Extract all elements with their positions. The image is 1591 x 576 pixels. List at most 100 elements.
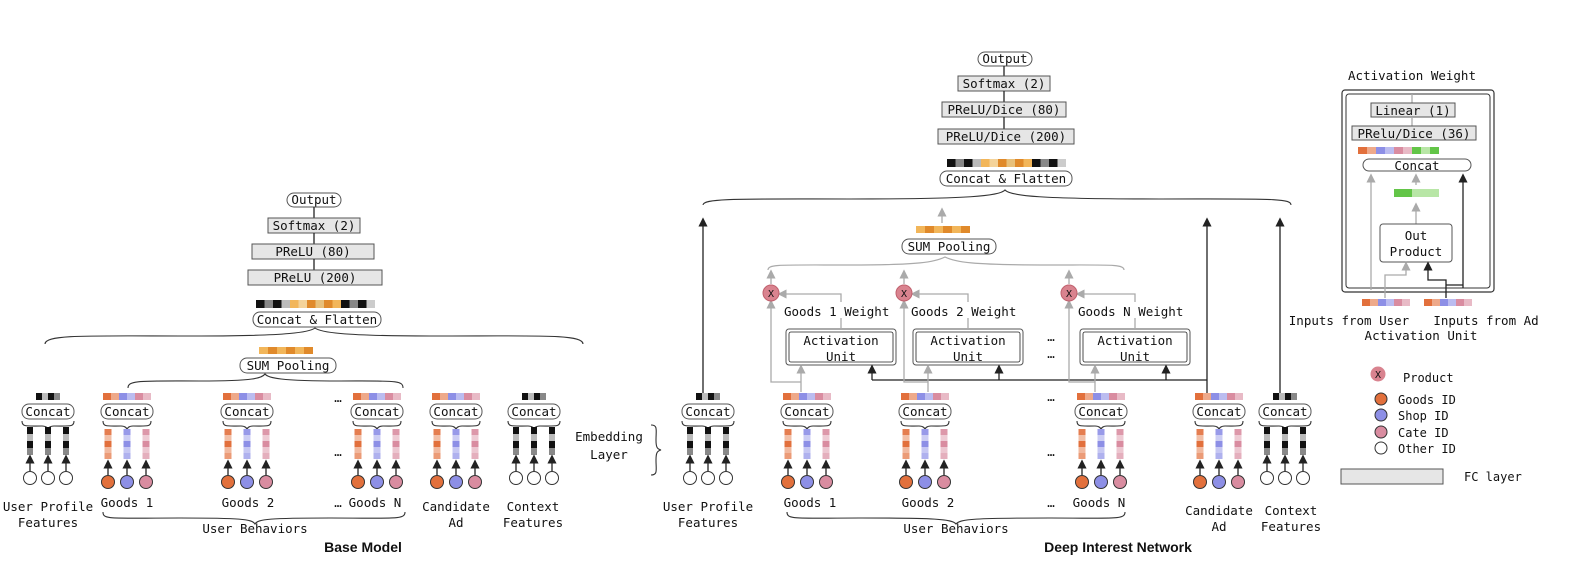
- au-linear-layer: [1370, 102, 1456, 118]
- din-context-emb-strip-cell: [1282, 427, 1288, 434]
- din-candidate-concat-strip-cell: [1195, 393, 1203, 400]
- base-goodsN-emb-strip-cell: [373, 435, 381, 441]
- flat-strip-cell: [264, 300, 273, 308]
- din-goodsN-emb-strip-cell: [1116, 453, 1124, 459]
- din-goodsN-emb-strip-cell: [1078, 435, 1086, 441]
- base-goods2-id-node: [221, 475, 235, 489]
- base-candidate-emb-strip-cell: [471, 429, 479, 435]
- din-context-other-id-node: [1260, 471, 1274, 485]
- din-goods2-id-node: [918, 475, 932, 489]
- legend-fc-layer-swatch: [1340, 468, 1444, 485]
- din-user-profile-emb-strip-cell: [687, 434, 693, 441]
- base-candidate-emb-strip-cell: [471, 447, 479, 453]
- base-goodsN-concat-strip-cell: [377, 393, 385, 400]
- base-candidate-id-node: [468, 475, 482, 489]
- din-user-profile-emb-strip-cell: [723, 441, 729, 448]
- din-candidate-emb-strip-cell: [1234, 429, 1242, 435]
- base-user-profile-emb-strip-cell: [45, 434, 51, 441]
- din-context-label-2: Features: [1261, 519, 1321, 534]
- din-goodsN-emb-strip-cell: [1078, 429, 1086, 435]
- base-goods1-emb-strip-cell: [123, 453, 131, 459]
- base-goodsN-emb-strip-cell: [373, 453, 381, 459]
- base-goodsN-concat-strip-cell: [385, 393, 393, 400]
- base-context-concat-strip-cell: [534, 393, 540, 400]
- din-context-emb-strip-cell: [1264, 441, 1270, 448]
- base-goods1-emb-strip-cell: [142, 441, 150, 447]
- au-linear-label: Linear (1): [1375, 103, 1450, 118]
- base-candidate-emb-strip-cell: [452, 435, 460, 441]
- flat-strip-cell: [1049, 159, 1058, 167]
- base-context-concat-strip-cell: [528, 393, 534, 400]
- din-user-profile-emb-strip-cell: [723, 434, 729, 441]
- base-goods2-emb-strip-cell: [243, 435, 251, 441]
- din-prelu200-layer: [937, 128, 1075, 145]
- deep-interest-network: Output Softmax (2) PReLU/Dice (80) PReLU…: [575, 51, 1321, 555]
- din-candidate-emb-strip-cell: [1215, 441, 1223, 447]
- au-green-strip-cell: [1412, 189, 1421, 197]
- din-goods2-concat-label: Concat: [902, 404, 947, 419]
- base-goods2-label: Goods 2: [222, 495, 275, 510]
- base-goodsN-concat-label: Concat: [354, 404, 399, 419]
- din-output-label: Output: [982, 51, 1027, 66]
- base-candidate-concat-box: [429, 403, 483, 420]
- base-candidate-id-node: [449, 475, 463, 489]
- base-user-profile-label-1: User Profile: [3, 499, 93, 514]
- base-goods2-emb-strip-cell: [224, 447, 232, 453]
- base-candidate-emb-strip-cell: [471, 435, 479, 441]
- au-concat-strip: [1358, 147, 1439, 154]
- au-out-product-label-2: Product: [1390, 244, 1443, 259]
- din-goods2-concat-box: [898, 403, 952, 420]
- din-candidate-id-node: [1212, 475, 1226, 489]
- din-goods2-concat-strip-cell: [909, 393, 917, 400]
- base-user-profile-emb-strip-cell: [27, 448, 33, 455]
- din-goods1-emb-strip-cell: [822, 429, 830, 435]
- base-context-concat-label: Concat: [511, 404, 556, 419]
- din-title: Deep Interest Network: [1044, 539, 1192, 555]
- base-goods2-emb-strip-cell: [224, 435, 232, 441]
- din-user-profile-emb-strip-cell: [705, 441, 711, 448]
- din-context-other-id-node: [1278, 471, 1292, 485]
- base-context-other-id-node: [509, 471, 523, 485]
- base-user-profile-label-2: Features: [18, 515, 78, 530]
- din-goods1-emb-strip-cell: [803, 453, 811, 459]
- base-goods1-emb-strip-cell: [104, 435, 112, 441]
- au-user-strip-cell: [1394, 299, 1402, 306]
- din-goods2-emb-strip-cell: [940, 453, 948, 459]
- din-candidate-emb-strip-cell: [1234, 447, 1242, 453]
- din-goods2-emb-strip-cell: [921, 453, 929, 459]
- din-goods1-concat-strip-cell: [807, 393, 815, 400]
- base-goods1-emb-strip-cell: [104, 453, 112, 459]
- base-goods2-id-node: [259, 475, 273, 489]
- base-goods1-concat-label: Concat: [104, 404, 149, 419]
- flat-strip-cell: [341, 300, 350, 308]
- base-user-profile-emb-strip-cell: [45, 427, 51, 434]
- base-goods2-concat-strip-cell: [255, 393, 263, 400]
- din-user-profile-other-id-node: [719, 471, 733, 485]
- din-goods1-emb-strip-cell: [822, 447, 830, 453]
- base-model: Output Softmax (2) PReLU (80) PReLU (200…: [3, 192, 584, 555]
- flat-strip-cell: [964, 159, 973, 167]
- base-context-other-id-node: [545, 471, 559, 485]
- pool-strip-cell: [934, 226, 943, 233]
- din-candidate-emb-strip-cell: [1196, 441, 1204, 447]
- din-user-profile-concat-strip-cell: [702, 393, 708, 400]
- din-goodsN-id-node: [1075, 475, 1089, 489]
- din-goodsN-emb-strip-cell: [1097, 435, 1105, 441]
- au-ad-strip-cell: [1456, 299, 1464, 306]
- din-candidate-emb-strip-cell: [1196, 435, 1204, 441]
- din-context-emb-strip-cell: [1282, 441, 1288, 448]
- activation-unit-label-goods2: Unit: [953, 349, 983, 364]
- base-goods1-concat-strip-cell: [135, 393, 143, 400]
- au-concat-strip-cell: [1412, 147, 1421, 154]
- din-pooled-embedding-strip: [916, 226, 970, 233]
- base-goodsN-concat-strip-cell: [369, 393, 377, 400]
- din-context-emb-strip-cell: [1300, 441, 1306, 448]
- base-goods1-label: Goods 1: [101, 495, 154, 510]
- pool-strip-cell: [259, 347, 268, 354]
- base-goods1-emb-strip-cell: [104, 429, 112, 435]
- base-context-emb-strip-cell: [513, 427, 519, 434]
- base-goodsN-emb-strip-cell: [354, 441, 362, 447]
- din-candidate-emb-strip-cell: [1196, 447, 1204, 453]
- din-goods2-emb-strip-cell: [902, 429, 910, 435]
